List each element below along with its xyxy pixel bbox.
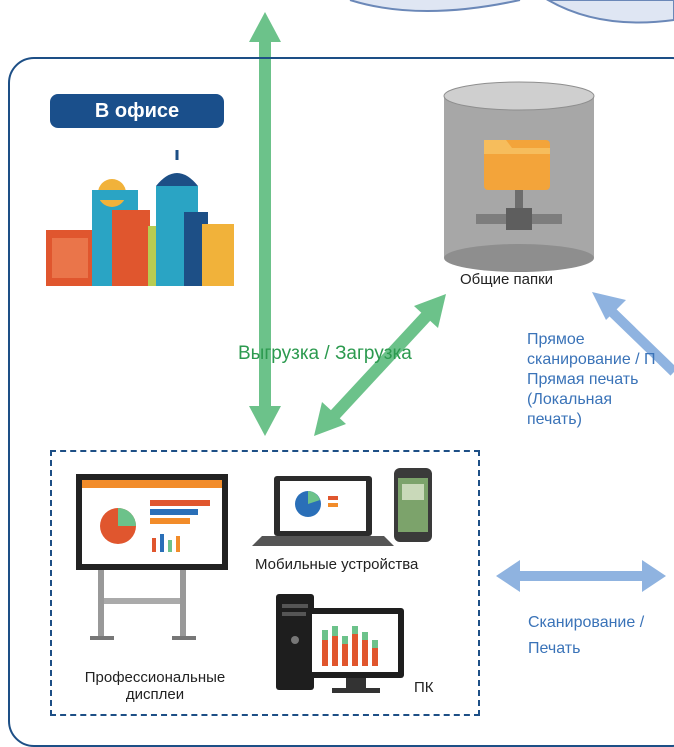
shared-folders-server-icon xyxy=(443,81,595,272)
pc-label: ПК xyxy=(414,679,434,696)
professional-displays-label: Профессиональные дисплеи xyxy=(84,669,226,703)
scan-print-label: Сканирование / Печать xyxy=(528,614,645,657)
smartphone-icon xyxy=(394,468,432,542)
direct-scan-print-arrow xyxy=(592,292,674,376)
cloud-edge xyxy=(349,0,521,12)
pc-icon xyxy=(276,594,404,693)
direct-scan-print-label: Прямое сканирование / П Прямая печать (Л… xyxy=(527,331,656,428)
office-buildings-image xyxy=(46,150,234,286)
upload-download-vertical-arrow xyxy=(249,12,281,436)
laptop-icon xyxy=(252,476,394,546)
office-badge: В офисе xyxy=(50,94,224,128)
scan-print-arrow xyxy=(496,560,666,592)
cloud-edge-right xyxy=(545,0,674,24)
professional-display-icon xyxy=(76,474,228,640)
devices-group xyxy=(50,450,480,716)
upload-download-label: Выгрузка / Загрузка xyxy=(238,343,412,364)
mobile-devices-label: Мобильные устройства xyxy=(255,556,419,573)
upload-download-diagonal-arrow xyxy=(314,294,446,436)
shared-folders-label: Общие папки xyxy=(460,271,554,288)
office-frame xyxy=(8,57,674,747)
